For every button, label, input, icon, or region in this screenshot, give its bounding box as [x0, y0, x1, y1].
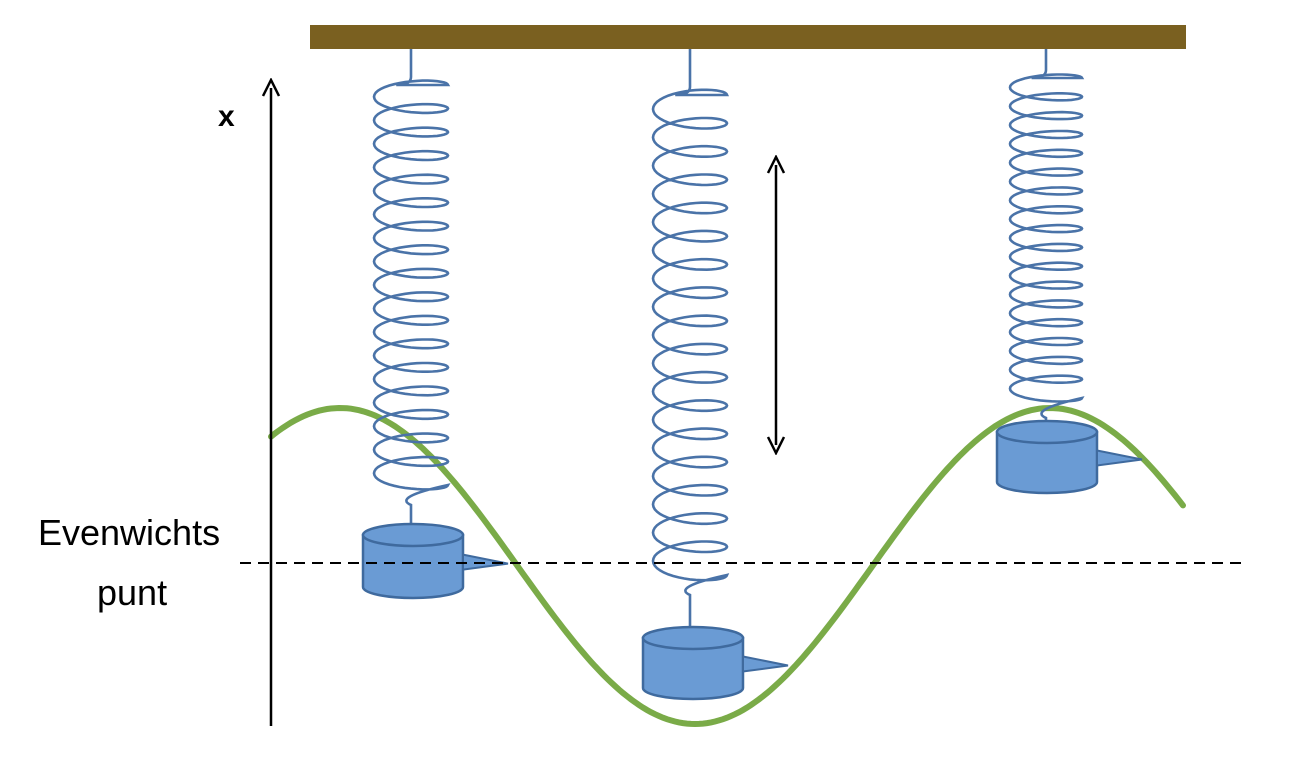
- equilibrium-label-line1: Evenwichts: [38, 512, 221, 553]
- mass-top: [361, 522, 465, 548]
- mass-body: [641, 636, 745, 701]
- spring-right: [1008, 49, 1085, 422]
- mass-top: [995, 419, 1099, 445]
- mass-right: [995, 419, 1143, 495]
- mass-top: [641, 625, 745, 651]
- axis-label-x: x: [218, 100, 235, 133]
- ceiling-bar: [310, 25, 1186, 49]
- mass-pointer: [742, 655, 789, 673]
- equilibrium-label-line2: punt: [97, 572, 168, 613]
- displacement-wave: [268, 404, 1186, 728]
- mass-left: [361, 522, 509, 600]
- spring-left: [372, 49, 451, 527]
- spring-middle: [651, 49, 730, 631]
- mass-body: [995, 430, 1099, 495]
- mass-body: [361, 533, 465, 600]
- mass-pointer: [1096, 449, 1143, 467]
- mass-middle: [641, 625, 789, 701]
